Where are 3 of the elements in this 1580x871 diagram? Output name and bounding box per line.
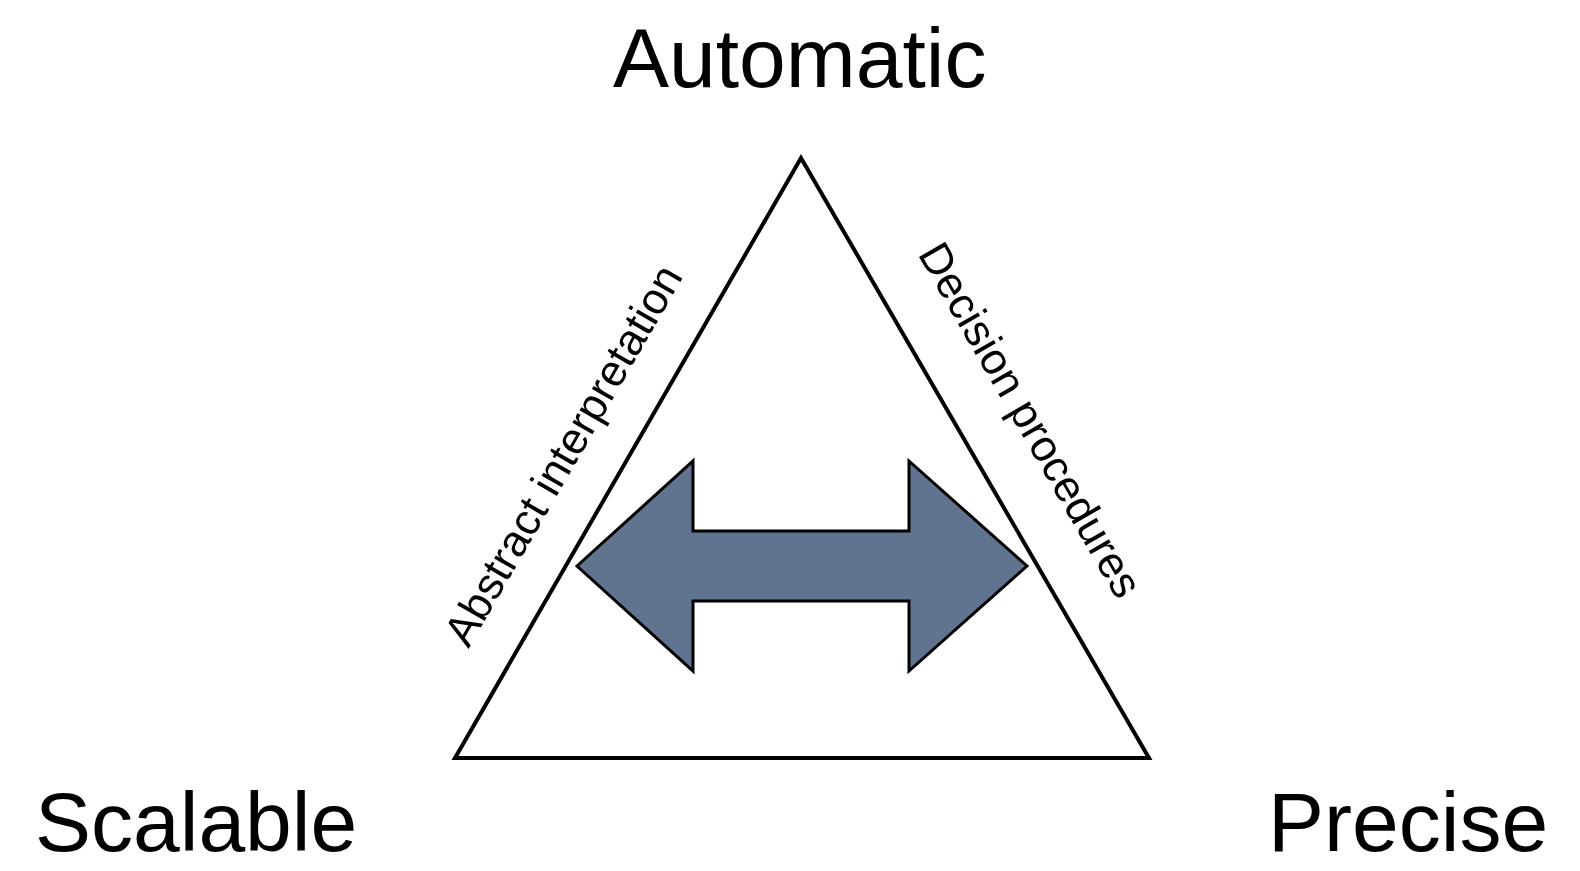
corner-label: Automatic	[613, 16, 987, 100]
corner-label: Precise	[1268, 780, 1549, 864]
corner-label: Scalable	[35, 780, 358, 864]
